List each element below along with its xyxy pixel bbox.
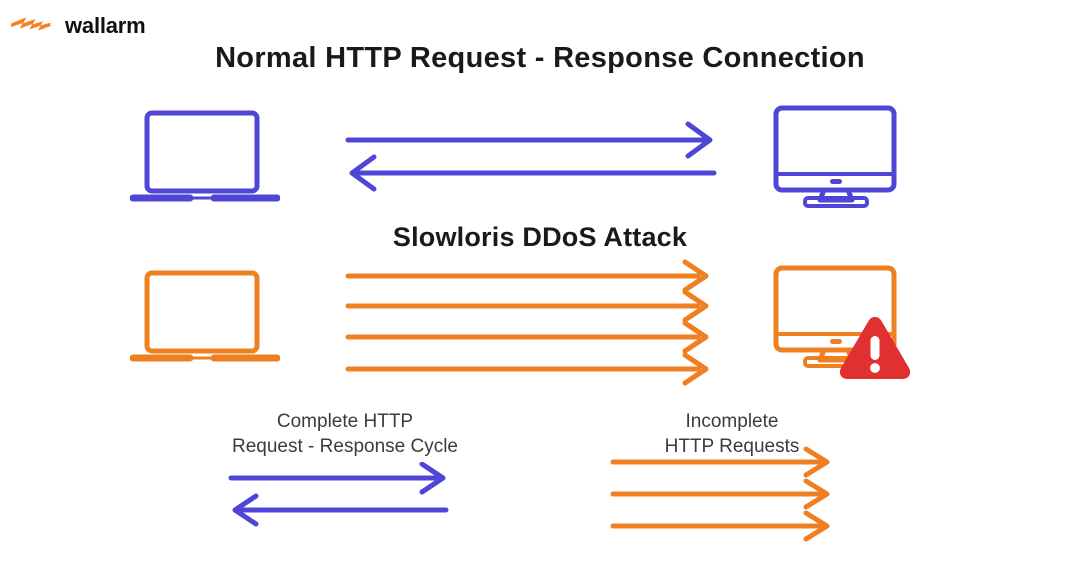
wallarm-lightning-mark-icon (11, 17, 51, 31)
attack-arrow-group (340, 256, 720, 396)
legend-arrow-request-right (228, 461, 446, 495)
legend-complete-arrows-svg (228, 461, 449, 527)
arrow-incomplete-request-2 (345, 289, 709, 323)
normal-server-monitor (772, 104, 902, 214)
arrow-incomplete-request-1 (345, 259, 709, 293)
legend-incomplete-arrow-group (605, 444, 845, 554)
laptop-icon (129, 110, 281, 202)
legend-incomplete-arrows-svg (610, 446, 830, 542)
legend-arrow-incomplete-1 (610, 446, 830, 478)
attack-server-monitor (772, 264, 917, 387)
arrow-request-right (345, 121, 713, 159)
attack-arrows-svg (345, 259, 709, 386)
desktop-monitor-icon (773, 105, 897, 208)
legend-complete-caption: Complete HTTP Request - Response Cycle (185, 409, 505, 459)
legend-complete-line1: Complete HTTP (276, 411, 414, 432)
normal-client-laptop (129, 108, 281, 213)
desktop-monitor-icon (773, 265, 911, 379)
legend-incomplete-line2: HTTP Requests (664, 436, 800, 457)
arrow-incomplete-request-3 (345, 320, 709, 354)
arrow-incomplete-request-4 (345, 352, 709, 386)
normal-arrow-group (336, 120, 726, 200)
heading-normal-http: Normal HTTP Request - Response Connectio… (215, 42, 865, 74)
arrow-response-left (349, 154, 717, 192)
brand-logo: wallarm (10, 14, 146, 38)
legend-arrow-response-left (232, 493, 449, 527)
attack-client-laptop (129, 268, 281, 373)
normal-arrows-svg (345, 121, 717, 192)
legend-incomplete-line1: Incomplete (685, 411, 779, 432)
laptop-icon (129, 270, 281, 362)
heading-slowloris-ddos: Slowloris DDoS Attack (392, 222, 688, 252)
legend-arrow-incomplete-3 (610, 510, 830, 542)
warning-triangle-icon (839, 316, 911, 379)
legend-complete-line2: Request - Response Cycle (232, 436, 458, 457)
legend-complete-arrow-group (222, 461, 462, 537)
brand-name: wallarm (65, 13, 146, 38)
legend-arrow-incomplete-2 (610, 478, 830, 510)
legend-incomplete-caption: Incomplete HTTP Requests (610, 409, 854, 459)
